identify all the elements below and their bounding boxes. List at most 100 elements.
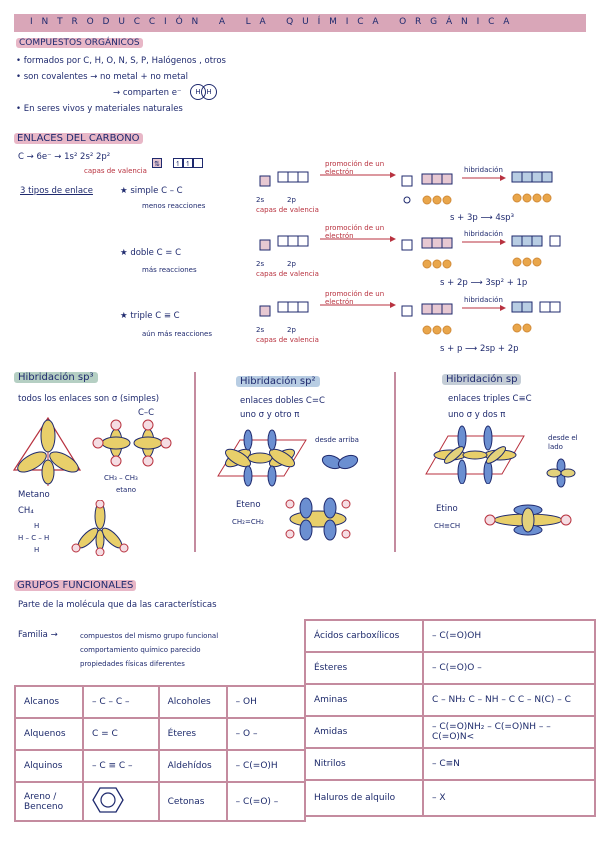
sp3-title-text: Hibridación sp³ xyxy=(14,372,98,383)
grupos-heading: GRUPOS FUNCIONALES xyxy=(14,580,137,591)
sp2-top-view xyxy=(321,454,359,470)
sp2-title: Hibridación sp² xyxy=(236,376,320,387)
family-name: Alcanos xyxy=(14,685,84,719)
familia-line1: compuestos del mismo grupo funcional xyxy=(80,632,219,640)
family-name: Alcoholes xyxy=(157,685,228,719)
p-label-3: 2p xyxy=(287,326,296,334)
triple-note: aún más reacciones xyxy=(142,330,213,338)
row-triple xyxy=(259,301,561,335)
tipos-label: 3 tipos de enlace xyxy=(20,186,93,196)
table-row: Alcanos – C – C – Alcoholes – OH xyxy=(14,685,307,719)
family-formula: – C(=O)O – xyxy=(422,651,596,685)
sp-line2: uno σ y dos π xyxy=(448,410,506,420)
capas-label-2: capas de valencia xyxy=(256,270,319,278)
desde-arriba-label: desde arriba xyxy=(315,436,359,444)
family-name: Aminas xyxy=(304,683,424,717)
compuestos-bullet-2b: → comparten e⁻ xyxy=(113,88,182,98)
sp2-line1: enlaces dobles C=C xyxy=(240,396,325,406)
family-formula: – C(=O) – xyxy=(225,781,307,822)
family-name: Amidas xyxy=(304,715,424,749)
s-label-1: 2s xyxy=(256,196,265,204)
etino-label: Etino xyxy=(436,504,458,514)
methane-3d-drawing xyxy=(71,500,129,556)
eteno-formula: CH₂=CH₂ xyxy=(232,518,264,526)
sp-title-text: Hibridación sp xyxy=(442,374,522,385)
table-row: Areno / Benceno Cetonas – C(=O) – xyxy=(14,781,307,822)
sp3-line2: C–C xyxy=(138,408,155,418)
simple-note: menos reacciones xyxy=(142,202,206,210)
doble-label: ★ doble C = C xyxy=(120,248,182,258)
svg-text:H – C – H: H – C – H xyxy=(18,534,49,542)
orbital-diagrams xyxy=(259,171,561,335)
s-label-3: 2s xyxy=(256,326,265,334)
grupos-sub: Parte de la molécula que da las caracter… xyxy=(18,600,217,610)
family-formula: – X xyxy=(422,779,596,817)
table-row: Amidas – C(=O)NH₂ – C(=O)NH – – C(=O)N< xyxy=(304,715,596,749)
family-name: Alquenos xyxy=(14,717,84,751)
title-bar xyxy=(14,14,586,32)
compuestos-bullet-2: • son covalentes → no metal + no metal xyxy=(16,72,188,82)
compuestos-heading: COMPUESTOS ORGÁNICOS xyxy=(16,38,143,48)
svg-text:H: H xyxy=(34,522,39,530)
eteno-label: Eteno xyxy=(236,500,261,510)
family-formula: – C ≡ C – xyxy=(82,749,160,783)
sp-side-view xyxy=(546,458,576,488)
table-row: Nitrilos – C≡N xyxy=(304,747,596,781)
svg-text:H: H xyxy=(34,546,39,554)
table-row: Alquenos C = C Éteres – O – xyxy=(14,717,307,751)
sp-ethyne-drawing xyxy=(425,425,525,484)
desde-lado-label: desde el lado xyxy=(548,434,578,451)
promo-label-3: promoción de un electrón xyxy=(325,290,385,306)
table-row: Alquinos – C ≡ C – Aldehídos – C(=O)H xyxy=(14,749,307,783)
row-doble xyxy=(259,235,561,269)
eq-sp3: s + 3p ⟶ 4sp³ xyxy=(450,213,514,223)
simple-label: ★ simple C – C xyxy=(120,186,183,196)
sp-line1: enlaces triples C≡C xyxy=(448,394,532,404)
sp3-line1: todos los enlaces son σ (simples) xyxy=(18,394,160,404)
carbon-config: C → 6e⁻ → 1s² 2s² 2p² xyxy=(18,152,111,162)
metano-label: Metano xyxy=(18,490,50,500)
family-formula: – C(=O)OH xyxy=(422,619,596,653)
doble-note: más reacciones xyxy=(142,266,197,274)
etano-formula: CH₃ – CH₃ xyxy=(104,474,138,482)
sp3-ethane-drawing xyxy=(92,419,172,467)
sp3-title: Hibridación sp³ xyxy=(14,372,98,383)
sp2-ethene-drawing xyxy=(217,429,307,487)
capas-label: capas de valencia xyxy=(84,167,147,175)
family-formula: – O – xyxy=(225,717,307,751)
promo-label-1: promoción de un electrón xyxy=(325,160,385,176)
family-formula: – C(=O)NH₂ – C(=O)NH – – C(=O)N< xyxy=(422,715,596,749)
etino-3d-drawing xyxy=(484,504,572,536)
sp2-line2: uno σ y otro π xyxy=(240,410,300,420)
family-formula: C – NH₂ C – NH – C C – N(C) – C xyxy=(422,683,596,717)
compuestos-bullet-1: • formados por C, H, O, N, S, P, Halógen… xyxy=(16,56,226,66)
family-name: Alquinos xyxy=(14,749,84,783)
benzene-cell xyxy=(82,781,160,822)
family-name: Nitrilos xyxy=(304,747,424,781)
familia-line3: propiedades físicas diferentes xyxy=(80,660,185,668)
capas-label-3: capas de valencia xyxy=(256,336,319,344)
family-formula: C = C xyxy=(82,717,160,751)
capas-label-1: capas de valencia xyxy=(256,206,319,214)
family-name: Haluros de alquilo xyxy=(304,779,424,817)
hibr-label-1: hibridación xyxy=(464,166,503,174)
eq-sp: s + p ⟶ 2sp + 2p xyxy=(440,344,519,354)
ch4-label: CH₄ xyxy=(18,506,34,516)
etano-label: etano xyxy=(116,486,137,494)
eq-sp2: s + 2p ⟶ 3sp² + 1p xyxy=(440,278,528,288)
divider-1 xyxy=(194,372,196,552)
family-formula: – C(=O)H xyxy=(225,749,307,783)
family-formula: – OH xyxy=(225,685,307,719)
etino-formula: CH≡CH xyxy=(434,522,461,530)
grupos-left-table: Alcanos – C – C – Alcoholes – OH Alqueno… xyxy=(14,685,307,822)
sp3-methane-drawing xyxy=(12,416,82,486)
hibr-label-2: hibridación xyxy=(464,230,503,238)
h-atom-2: H xyxy=(201,84,217,100)
family-formula: – C – C – xyxy=(82,685,160,719)
family-name: Éteres xyxy=(157,717,228,751)
table-row: Haluros de alquilo – X xyxy=(304,779,596,817)
hibr-label-3: hibridación xyxy=(464,296,503,304)
compuestos-bullet-3: • En seres vivos y materiales naturales xyxy=(16,104,183,114)
triple-label: ★ triple C ≡ C xyxy=(120,311,180,321)
table-row: Aminas C – NH₂ C – NH – C C – N(C) – C xyxy=(304,683,596,717)
